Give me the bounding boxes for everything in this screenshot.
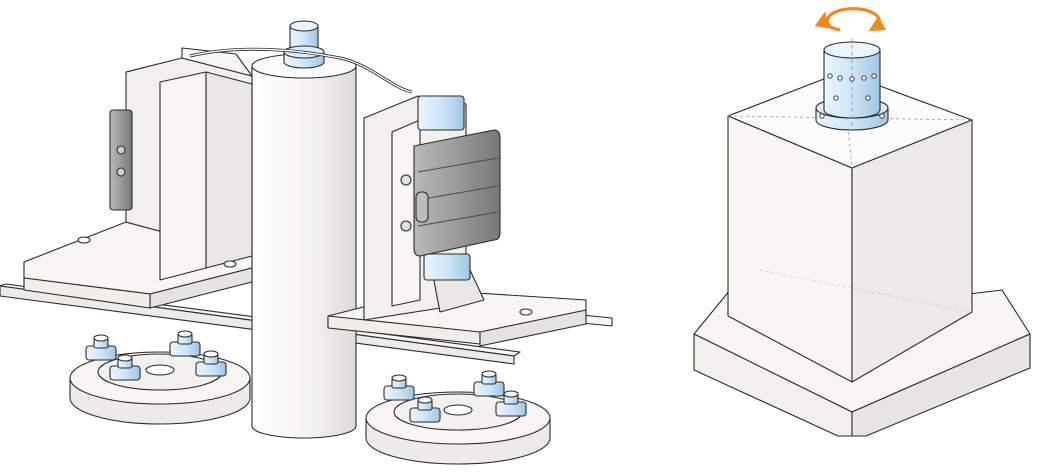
clamp-module — [409, 396, 441, 423]
clamp-module — [473, 370, 505, 397]
cube-housing — [727, 71, 973, 383]
clamp-module — [169, 330, 201, 357]
center-column — [251, 53, 357, 439]
rotation-arrow-icon — [814, 7, 887, 32]
clamp-module — [85, 334, 117, 361]
clamp-module — [383, 374, 415, 401]
clamp-module — [195, 350, 227, 377]
left-view-pallet-changer — [0, 20, 613, 465]
clamp-module — [417, 95, 471, 281]
rotary-coupling — [815, 38, 889, 131]
gripper-module-right — [400, 95, 501, 281]
fixture-bracket-left — [23, 47, 253, 309]
swivel-coupling — [283, 20, 325, 69]
pallet-receiver-right — [365, 370, 551, 465]
right-view-rotary-unit — [693, 7, 1031, 437]
gripper-module-left — [109, 109, 133, 211]
clamp-module — [109, 354, 141, 381]
clamp-module — [495, 390, 527, 417]
pallet-receiver-left — [69, 330, 251, 425]
